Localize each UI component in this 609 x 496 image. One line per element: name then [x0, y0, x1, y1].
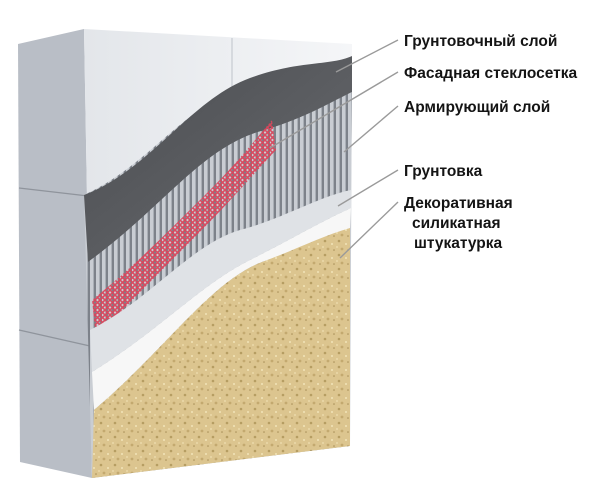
leader-line-reinforcing [343, 105, 399, 153]
leader-line-facade-mesh [269, 71, 399, 149]
label-plaster-line1: Декоративная [404, 195, 513, 212]
label-primer-layer: Грунтовочный слой [404, 33, 557, 50]
label-facade-mesh: Фасадная стеклосетка [404, 65, 578, 82]
leader-line-plaster [339, 201, 399, 259]
label-plaster-line2: силикатная [412, 215, 501, 232]
reinforcing-layer [90, 190, 351, 372]
facade-mesh [92, 120, 276, 338]
leader-line-primer [337, 169, 399, 207]
primer-white-layer [92, 208, 351, 410]
board-joint-side-2 [18, 329, 91, 347]
board-joint-side-1 [18, 187, 89, 197]
decorative-plaster-layer [92, 228, 350, 478]
label-reinforcing-layer: Армирующий слой [404, 99, 550, 116]
wall-side-face [18, 29, 92, 478]
primer-layer-dark [84, 56, 352, 262]
label-primer: Грунтовка [404, 163, 483, 180]
leader-line-primer-layer [335, 39, 399, 73]
label-plaster-line3: штукатурка [414, 235, 503, 252]
